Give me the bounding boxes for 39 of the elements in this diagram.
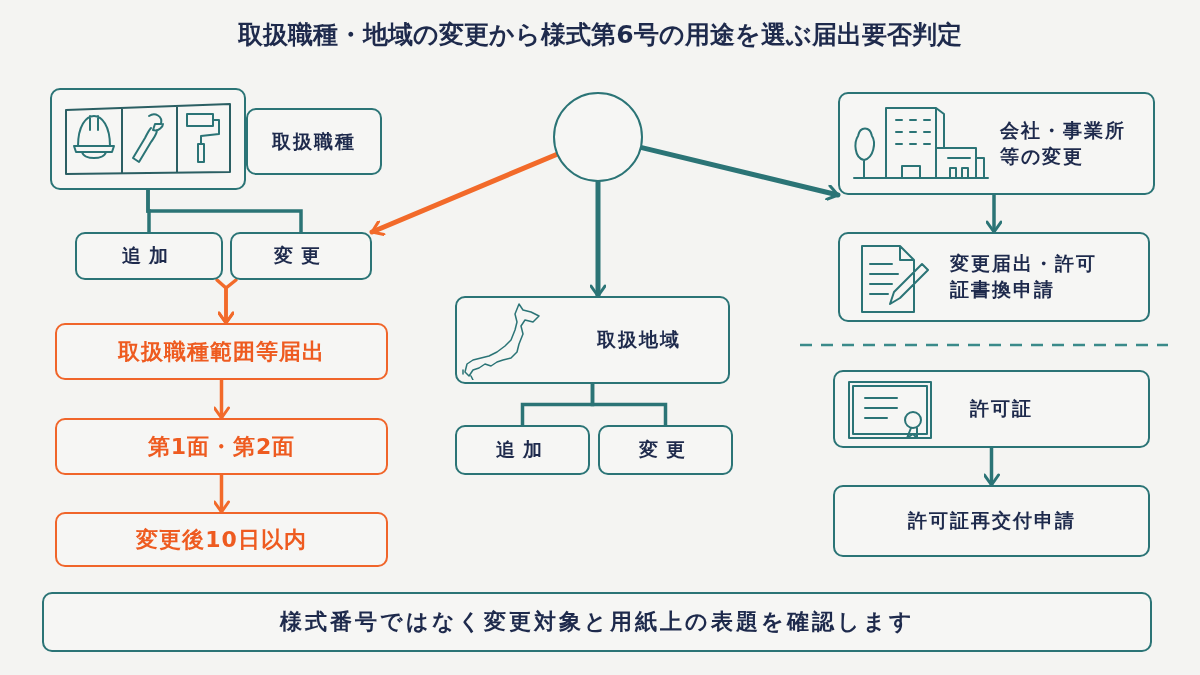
arrow — [589, 179, 607, 299]
arrow — [985, 193, 1003, 234]
category-box — [230, 232, 372, 280]
arrow — [983, 446, 1000, 487]
node-label: 許可証 — [970, 396, 1033, 422]
node-label: 会社・事業所等の変更 — [1000, 117, 1127, 169]
category-box — [838, 232, 1150, 322]
category-box — [833, 485, 1150, 557]
diagram-title: 取扱職種・地域の変更から様式第6号の用途を選ぶ届出要否判定 — [237, 19, 963, 51]
node-label: 取扱職種範囲等届出 — [118, 337, 325, 366]
node-label: 追加 — [122, 243, 176, 269]
node-label: 許可証再交付申請 — [907, 508, 1076, 534]
category-box — [42, 592, 1152, 652]
arrow — [639, 145, 841, 201]
step-box — [55, 418, 388, 475]
category-box — [455, 425, 590, 475]
node-label: 変更 — [274, 243, 328, 269]
node-label: 様式番号ではなく変更対象と用紙上の表題を確認します — [279, 608, 915, 637]
node-label: 変更届出・許可証書換申請 — [950, 251, 1098, 302]
arrow — [213, 378, 230, 420]
category-box — [75, 232, 223, 280]
node-label: 取扱職種 — [272, 128, 356, 154]
icon-panel — [50, 88, 246, 190]
node-label: 取扱地域 — [597, 327, 681, 353]
arrow — [369, 151, 559, 237]
connector-line — [146, 188, 303, 234]
step-box — [55, 323, 388, 380]
node-label: 変更後10日以内 — [136, 525, 307, 554]
step-box — [55, 512, 388, 567]
node-label: 変更 — [638, 437, 693, 463]
arrow — [213, 473, 230, 514]
category-box — [246, 108, 382, 175]
category-box — [598, 425, 733, 475]
category-box — [455, 296, 730, 384]
category-box — [838, 92, 1155, 195]
node-label: 追加 — [495, 437, 550, 463]
node-label: 第1面・第2面 — [147, 432, 296, 461]
connector-line — [590, 382, 668, 427]
category-box — [833, 370, 1150, 448]
